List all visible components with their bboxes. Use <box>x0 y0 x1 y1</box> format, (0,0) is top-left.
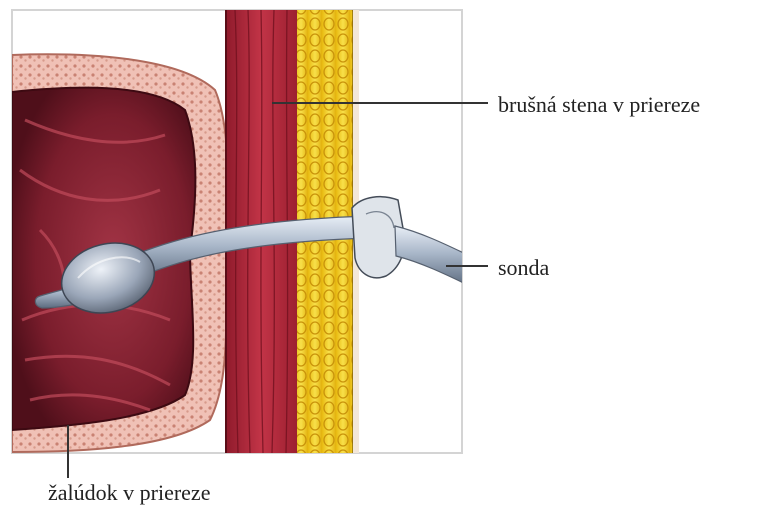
label-tube: sonda <box>498 257 549 279</box>
label-stomach: žalúdok v priereze <box>48 482 210 504</box>
label-abdominal-wall: brušná stena v priereze <box>498 94 700 116</box>
